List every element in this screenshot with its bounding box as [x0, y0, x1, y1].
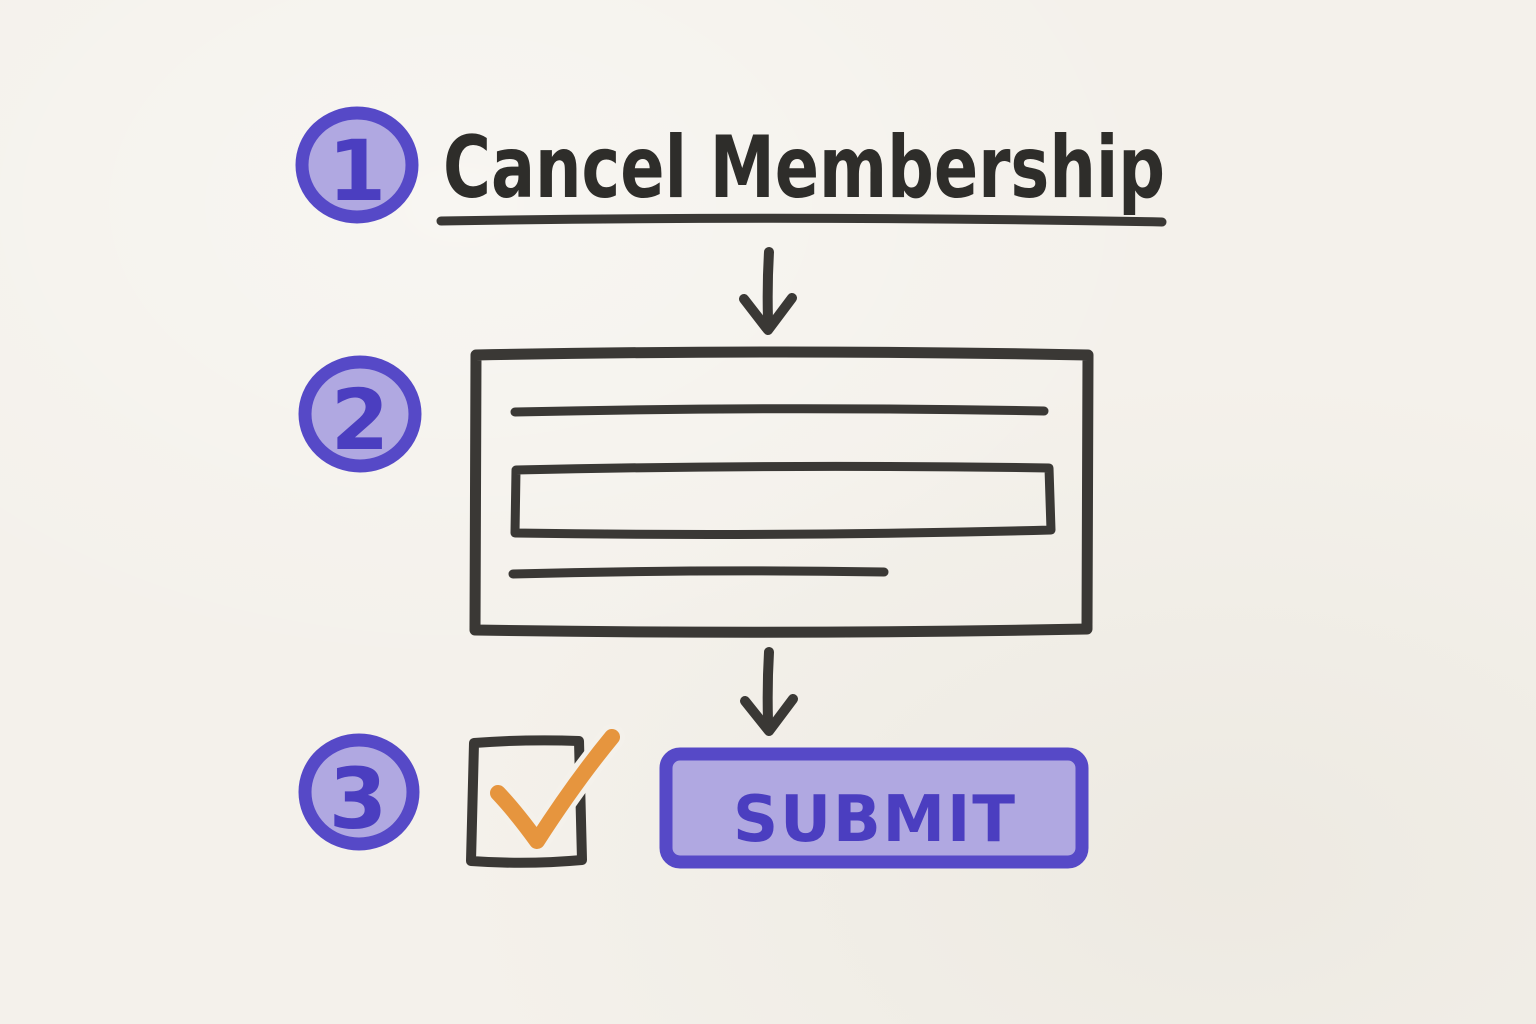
- step-2-group: 2: [298, 346, 1094, 638]
- arrow-down-icon: [740, 647, 798, 736]
- form-text-line-bottom: [508, 566, 889, 579]
- step-3-number: 3: [329, 750, 387, 848]
- step-1-badge: [295, 106, 419, 224]
- arrow-down-icon: [739, 247, 797, 335]
- checkbox-outline: [466, 735, 587, 868]
- form-text-line-top: [510, 404, 1049, 417]
- submit-button-label: SUBMIT: [733, 783, 1017, 857]
- form-input-field[interactable]: [510, 461, 1056, 539]
- step-2-badge: [298, 355, 422, 473]
- step-2-number: 2: [331, 371, 389, 469]
- form-wireframe: [469, 346, 1094, 638]
- step-3-group: 3 SUBMIT: [298, 724, 1089, 869]
- step-3-badge: [298, 733, 420, 851]
- checkbox[interactable]: [466, 724, 625, 868]
- checkmark-icon: [490, 729, 620, 849]
- title-underline: [436, 213, 1167, 227]
- step-1-group: 1 Cancel Membership: [295, 106, 1167, 227]
- step-1-number: 1: [328, 122, 386, 220]
- form-outline: [469, 346, 1094, 638]
- page-title: Cancel Membership: [443, 118, 1165, 218]
- submit-button[interactable]: SUBMIT: [659, 747, 1089, 869]
